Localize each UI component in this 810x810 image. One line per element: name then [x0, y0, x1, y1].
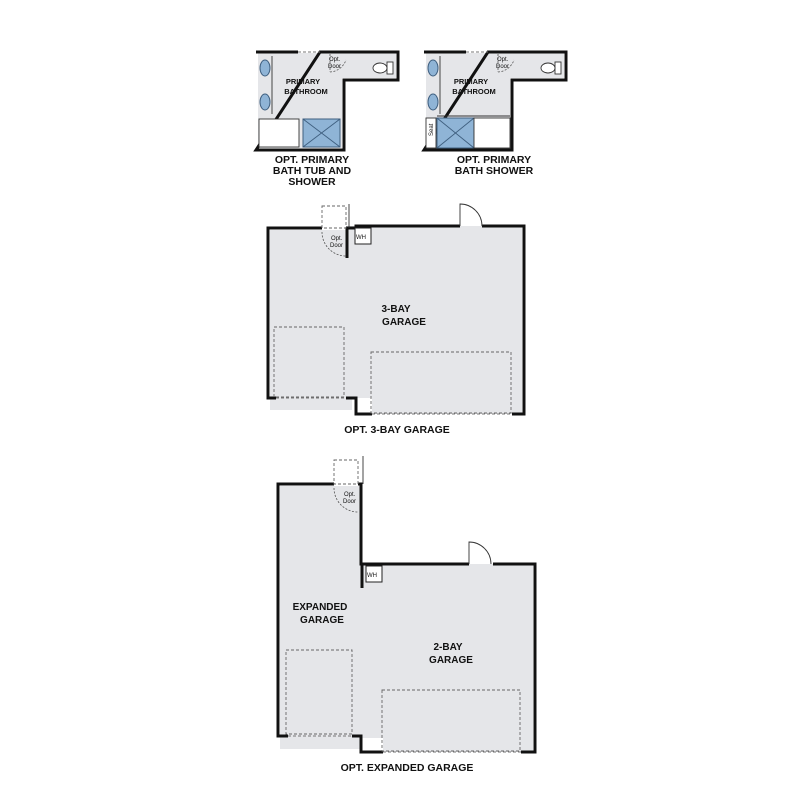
caption: OPT. EXPANDED GARAGE	[341, 762, 474, 774]
shower-glass	[473, 117, 511, 149]
entry-door-swing	[459, 203, 483, 227]
opt-door-swing	[497, 54, 515, 73]
garage-door-right-track	[370, 351, 512, 414]
opt-door-label-1: Opt.	[497, 57, 509, 63]
garage-door-left-track	[273, 326, 345, 398]
room-label-1: 3-BAY	[381, 304, 410, 315]
room-label-1: PRIMARY	[454, 77, 488, 86]
right-room-label-2: GARAGE	[429, 655, 473, 666]
garage-door-right-track	[381, 689, 521, 752]
seat-label: Seat	[429, 123, 435, 136]
caption-line-3: SHOWER	[288, 176, 336, 188]
caption: OPT. 3-BAY GARAGE	[344, 424, 450, 436]
shower-x2	[302, 118, 341, 148]
opt-door-label-2: Door	[343, 499, 356, 505]
opt-door-label-1: Opt.	[344, 492, 356, 498]
garage-walls	[266, 224, 526, 416]
garage-floor	[270, 226, 522, 414]
room-label-1: PRIMARY	[286, 77, 320, 86]
opt-door-label-2: Door	[328, 64, 341, 70]
entry-door-swing	[468, 541, 492, 565]
opt-door-swing	[329, 54, 347, 73]
opt-door-label-2: Door	[330, 243, 343, 249]
plan-shower: Seat Opt. Door PRIMARY BATHROOM OPT. PRI…	[421, 50, 568, 177]
water-heater-box	[354, 227, 372, 245]
bath-walls	[253, 50, 400, 152]
sink-lower	[427, 93, 439, 111]
shower-seat	[425, 117, 437, 149]
water-heater-box	[365, 565, 383, 583]
garage-walls	[276, 482, 537, 754]
toilet-tank	[554, 61, 562, 75]
opt-door-label-2: Door	[496, 64, 509, 70]
caption-line-1: OPT. PRIMARY	[275, 154, 349, 166]
opt-door-outline	[333, 459, 359, 485]
water-heater-label: WH	[367, 573, 377, 579]
plan-expanded-garage: WH Opt. Door EXPANDED GARAGE 2-BAY GARAG…	[276, 456, 537, 774]
opt-door-label-1: Opt.	[331, 236, 343, 242]
shower-x2	[436, 117, 475, 149]
plan-tub-shower: Opt. Door PRIMARY BATHROOM OPT. PRIMARY …	[253, 50, 400, 188]
room-label-2: BATHROOM	[284, 87, 328, 96]
water-heater-label: WH	[356, 235, 366, 241]
garage-floor	[280, 486, 533, 752]
right-room-label-1: 2-BAY	[433, 642, 462, 653]
opt-door-outline	[321, 205, 347, 229]
room-label-2: GARAGE	[382, 317, 426, 328]
opt-door-swing	[333, 487, 359, 513]
caption-line-1: OPT. PRIMARY	[457, 154, 531, 166]
caption-line-2: BATH SHOWER	[455, 165, 534, 177]
caption-line-2: BATH TUB AND	[273, 165, 352, 177]
toilet-bowl	[372, 62, 388, 74]
left-room-label-2: GARAGE	[300, 615, 344, 626]
opt-door-swing	[321, 231, 347, 257]
room-label-2: BATHROOM	[452, 87, 496, 96]
toilet-tank	[386, 61, 394, 75]
toilet-bowl	[540, 62, 556, 74]
opt-door-label-1: Opt.	[329, 57, 341, 63]
sink-lower	[259, 93, 271, 111]
left-room-label-1: EXPANDED	[293, 602, 348, 613]
sink-upper	[259, 59, 271, 77]
sink-upper	[427, 59, 439, 77]
plan-three-bay-garage: WH Opt. Door 3-BAY GARAGE OPT. 3-BAY GAR…	[266, 203, 526, 436]
bath-walls	[421, 50, 568, 152]
garage-door-left-track	[285, 649, 353, 735]
bathtub-frame	[258, 118, 300, 148]
